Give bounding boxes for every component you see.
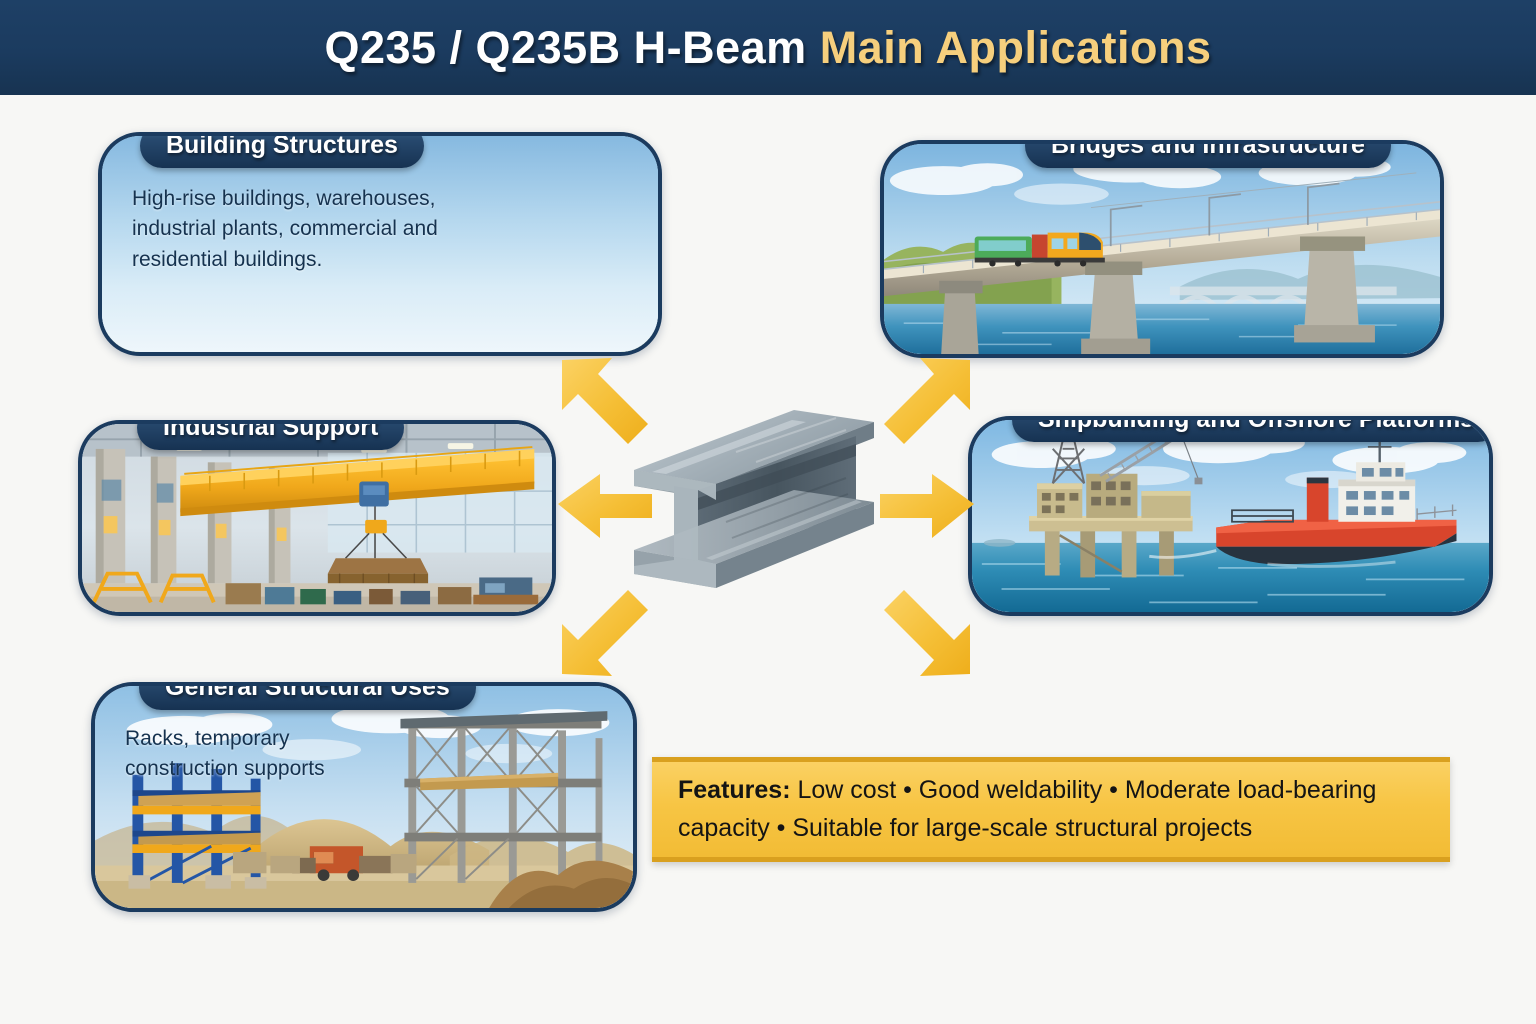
page-header: Q235 / Q235B H-Beam Main Applications — [0, 0, 1536, 95]
center-hub — [556, 352, 976, 682]
card-shipbuilding-offshore[interactable]: Shipbuilding and Offshore Platforms — [968, 416, 1493, 616]
card-general-structural-uses[interactable]: General Structural Uses Racks, temporary… — [91, 682, 637, 912]
arrow-right — [880, 474, 974, 538]
scene-bridge-with-train — [884, 144, 1440, 354]
page-title-main: Q235 / Q235B H-Beam — [324, 21, 820, 73]
features-banner: Features: Low cost • Good weldability • … — [652, 757, 1450, 862]
badge-shipbuilding-offshore: Shipbuilding and Offshore Platforms — [1012, 420, 1489, 443]
badge-industrial-support: Industrial Support — [137, 424, 405, 451]
overhead-crane-illustration — [82, 424, 552, 612]
arrow-down-left — [562, 590, 648, 676]
h-beam-icon — [634, 410, 874, 588]
construction-supports-illustration — [95, 686, 633, 908]
offshore-illustration — [972, 420, 1489, 612]
arrow-up-left — [562, 358, 648, 444]
features-list: Low cost • Good weldability • Moderate l… — [678, 776, 1377, 842]
scene-city-buildings — [102, 136, 658, 352]
arrow-down-right — [884, 590, 970, 676]
card-bridges-infrastructure[interactable]: Bridges and Infrastructure — [880, 140, 1444, 358]
page-title-accent: Main Applications — [819, 21, 1212, 73]
card-industrial-support[interactable]: Industrial Support — [78, 420, 556, 616]
features-text: Features: Low cost • Good weldability • … — [678, 772, 1424, 847]
scene-racks-and-scaffolding — [95, 686, 633, 908]
badge-bridges-infrastructure: Bridges and Infrastructure — [1025, 144, 1391, 169]
bridge-illustration — [884, 144, 1440, 354]
badge-general-structural-uses: General Structural Uses — [139, 686, 476, 711]
scene-factory-overhead-crane — [82, 424, 552, 612]
features-label: Features: — [678, 776, 791, 804]
scene-oil-rig-and-ship — [972, 420, 1489, 612]
card-building-structures[interactable]: Building Structures High-rise buildings,… — [98, 132, 662, 356]
card-body-building-structures: High-rise buildings, warehouses, industr… — [132, 187, 438, 271]
arrow-left — [558, 474, 652, 538]
arrow-up-right — [884, 358, 970, 444]
page-title: Q235 / Q235B H-Beam Main Applications — [324, 22, 1211, 74]
badge-building-structures: Building Structures — [140, 136, 424, 169]
card-body-general-structural-uses: Racks, temporary construction supports — [125, 727, 325, 781]
h-beam-and-arrows — [558, 358, 974, 676]
